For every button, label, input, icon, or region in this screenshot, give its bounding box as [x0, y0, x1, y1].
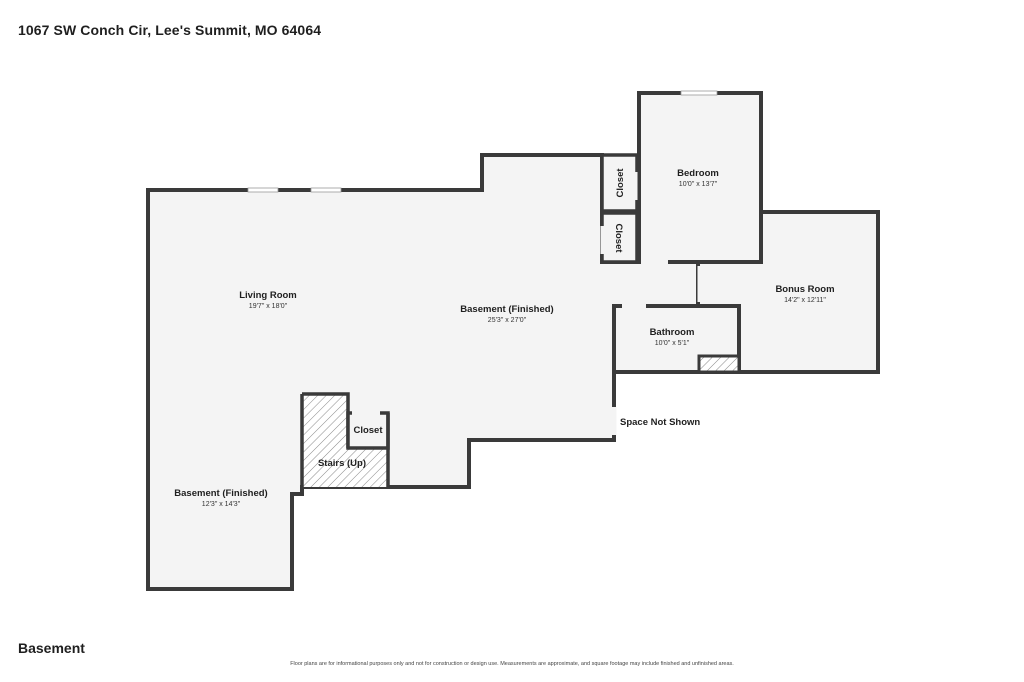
space-not-shown-label: Space Not Shown — [620, 417, 700, 428]
basement-lower-dims: 12'3" x 14'3" — [202, 501, 241, 508]
bathroom-dims: 10'0" x 5'1" — [655, 340, 690, 347]
stairs-hatch — [302, 394, 348, 487]
closet-upper-outline — [600, 153, 639, 213]
closet-stairs-name: Closet — [353, 425, 383, 436]
window-2 — [310, 187, 342, 193]
window-3 — [680, 90, 718, 96]
stairs-name: Stairs (Up) — [318, 458, 366, 469]
bedroom-dims: 10'0" x 13'7" — [679, 181, 718, 188]
bathroom-fixture — [697, 354, 741, 374]
disclaimer-text: Floor plans are for informational purpos… — [290, 661, 734, 667]
basement-outline — [146, 153, 700, 591]
basement-main-name: Basement (Finished) — [460, 304, 553, 315]
bedroom-name: Bedroom — [677, 168, 719, 179]
closet-lower-outline — [600, 211, 639, 264]
living-room-name: Living Room — [239, 290, 297, 301]
stairs-lower-hatch — [348, 448, 388, 487]
closet-upper-name: Closet — [615, 168, 626, 198]
living-room-dims: 19'7" x 18'0" — [249, 303, 288, 310]
property-address: 1067 SW Conch Cir, Lee's Summit, MO 6406… — [18, 22, 322, 38]
closet-lower-name: Closet — [613, 223, 624, 253]
basement-main-dims: 25'3" x 27'0" — [488, 317, 527, 324]
bonus-room-name: Bonus Room — [775, 284, 834, 295]
bathroom-name: Bathroom — [650, 327, 695, 338]
basement-lower-name: Basement (Finished) — [174, 488, 267, 499]
bedroom-outline — [637, 91, 763, 264]
floor-level-label: Basement — [18, 640, 85, 656]
window-1 — [247, 187, 279, 193]
bonus-room-dims: 14'2" x 12'11" — [784, 297, 826, 304]
